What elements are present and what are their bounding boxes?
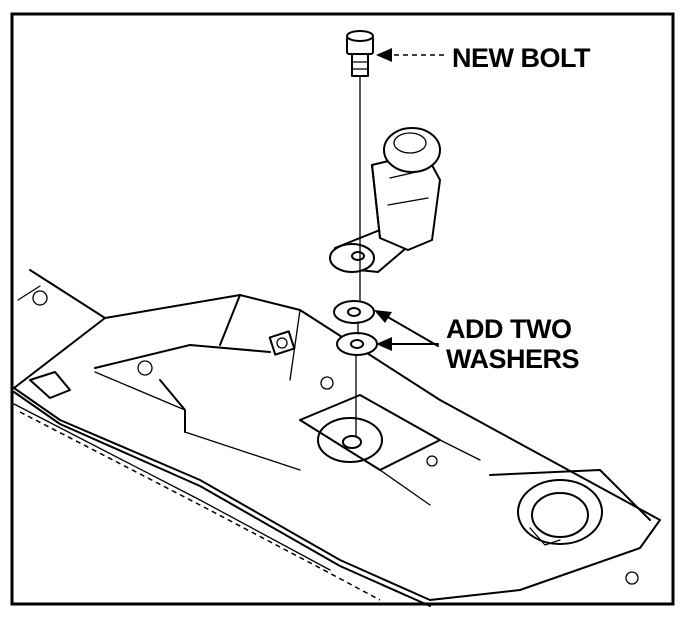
bolt-callout-arrow — [376, 48, 448, 62]
installation-axis — [355, 75, 361, 437]
add-two-washers-label-line1: ADD TWO — [446, 314, 571, 344]
washer-callout-arrows — [374, 310, 439, 351]
diagram-frame — [10, 12, 675, 606]
add-two-washers-label-line2: WASHERS — [446, 344, 579, 374]
bolt — [346, 30, 374, 77]
mount-bracket — [329, 127, 441, 273]
frame-crossmember — [13, 269, 661, 607]
new-bolt-label: NEW BOLT — [452, 43, 591, 73]
washers — [333, 300, 378, 356]
